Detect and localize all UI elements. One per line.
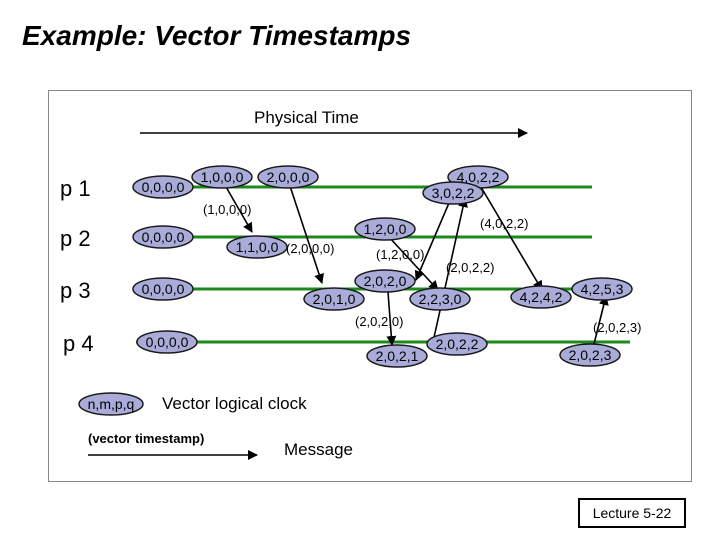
event-p3-4: 4,2,4,2 — [510, 285, 572, 309]
process-label-p4: p 4 — [63, 331, 94, 356]
initial-state-p3: 0,0,0,0 — [132, 277, 194, 301]
event-p4-2: 2,0,2,2 — [426, 332, 488, 356]
timestamp-text: 2,2,3,0 — [419, 291, 462, 307]
timestamp-text: 0,0,0,0 — [142, 281, 185, 297]
message-arrow-m5 — [477, 181, 543, 291]
timestamp-text: 0,0,0,0 — [142, 229, 185, 245]
timestamp-text: 1,0,0,0 — [201, 169, 244, 185]
initial-state-p2: 0,0,0,0 — [132, 225, 194, 249]
timestamp-text: 2,0,2,0 — [364, 273, 407, 289]
legend-vt-label: (vector timestamp) — [88, 431, 204, 446]
legend: n,m,p,q Vector logical clock (vector tim… — [78, 392, 353, 460]
message-label-m4: (1,2,0,0) — [376, 247, 424, 262]
initial-state-p4: 0,0,0,0 — [136, 330, 198, 354]
legend-sample-text: n,m,p,q — [88, 396, 135, 412]
message-arrow-m1 — [221, 179, 253, 233]
event-p3-5: 4,2,5,3 — [571, 277, 633, 301]
message-arrow-m8 — [591, 295, 609, 353]
message-label-m7: (2,0,2,3) — [593, 320, 641, 335]
message-label-m3: (4,0,2,2) — [480, 216, 528, 231]
timestamp-text: 1,2,0,0 — [364, 221, 407, 237]
timestamp-text: 1,1,0,0 — [236, 239, 279, 255]
timestamp-text: 3,0,2,2 — [432, 185, 475, 201]
timestamp-text: 2,0,0,0 — [267, 169, 310, 185]
event-p2-2: 1,2,0,0 — [354, 217, 416, 241]
event-p4-1: 2,0,2,1 — [366, 344, 428, 368]
timestamp-text: 2,0,1,0 — [313, 291, 356, 307]
message-arrow-m4 — [387, 235, 439, 291]
event-p1-2: 2,0,0,0 — [257, 165, 319, 189]
legend-message-label: Message — [284, 440, 353, 459]
legend-clock-label: Vector logical clock — [162, 394, 307, 413]
timestamp-text: 2,0,2,2 — [436, 336, 479, 352]
timestamp-text: 2,0,2,1 — [376, 348, 419, 364]
initial-state-p1: 0,0,0,0 — [132, 175, 194, 199]
event-p3-3: 2,2,3,0 — [409, 287, 471, 311]
timestamp-text: 2,0,2,3 — [569, 347, 612, 363]
timestamp-text: 4,0,2,2 — [457, 169, 500, 185]
process-label-p1: p 1 — [60, 176, 91, 201]
event-p2-1: 1,1,0,0 — [226, 235, 288, 259]
message-label-m1: (1,0,0,0) — [203, 202, 251, 217]
message-arrow-m6 — [386, 291, 397, 346]
timestamp-text: 4,2,5,3 — [581, 281, 624, 297]
message-arrow-m7 — [432, 197, 468, 343]
message-label-m2: (2,0,0,0) — [286, 241, 334, 256]
event-p3-2: 2,0,2,0 — [354, 269, 416, 293]
physical-time-label: Physical Time — [254, 108, 359, 127]
timestamp-text: 0,0,0,0 — [142, 179, 185, 195]
process-label-p2: p 2 — [60, 226, 91, 251]
timestamp-text: 4,2,4,2 — [520, 289, 563, 305]
event-p1-3: 3,0,2,2 — [422, 181, 484, 205]
message-arrows — [221, 179, 609, 353]
legend-sample-ellipse — [78, 392, 144, 416]
event-p4-3: 2,0,2,3 — [559, 343, 621, 367]
event-p1-1: 1,0,0,0 — [191, 165, 253, 189]
message-arrow-m2 — [287, 179, 324, 284]
message-label-m5: (2,0,2,2) — [446, 260, 494, 275]
slide-title: Example: Vector Timestamps — [22, 20, 412, 51]
process-label-p3: p 3 — [60, 278, 91, 303]
message-label-m6: (2,0,2,0) — [355, 314, 403, 329]
footer-lecture-label: Lecture 5-22 — [578, 498, 686, 528]
timestamp-text: 0,0,0,0 — [146, 334, 189, 350]
event-p3-1: 2,0,1,0 — [303, 287, 365, 311]
